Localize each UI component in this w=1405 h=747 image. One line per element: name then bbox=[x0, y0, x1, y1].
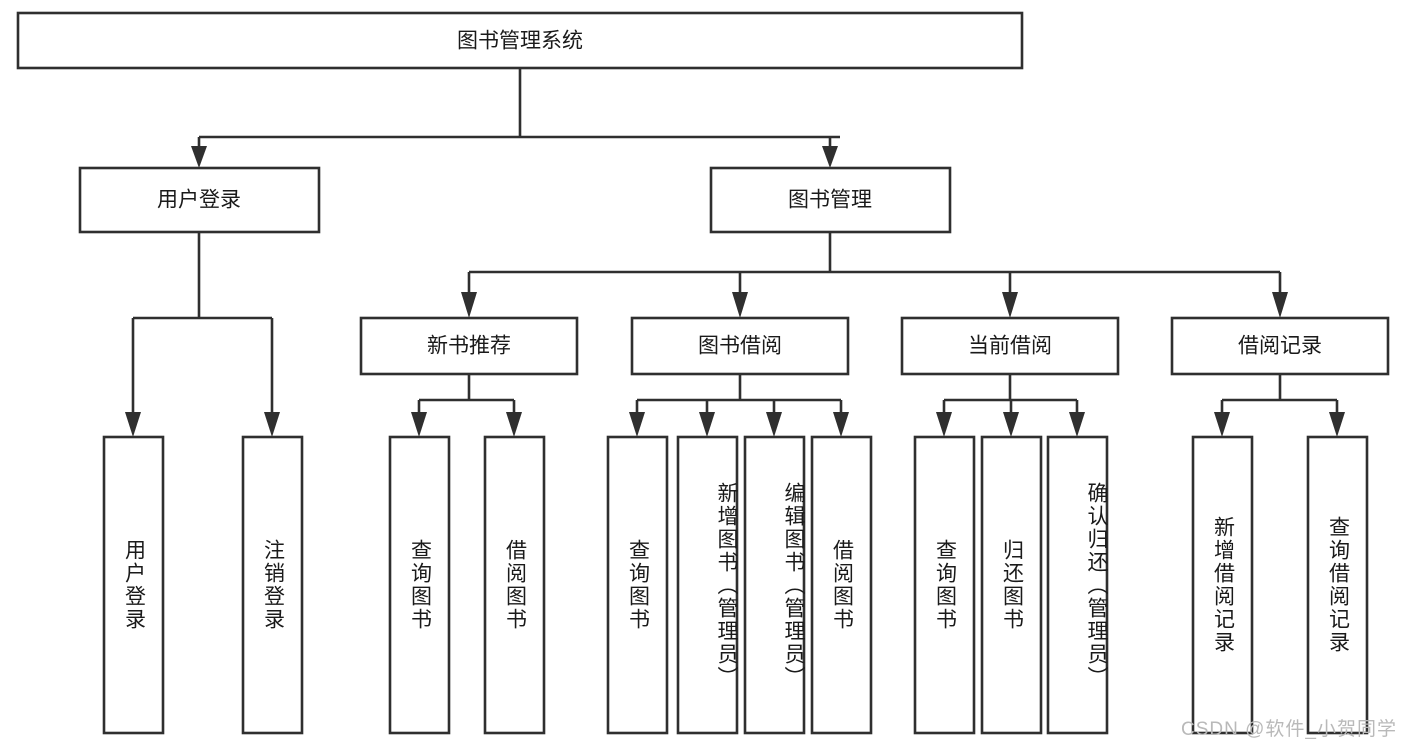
arrowhead-nbr-leaf-1 bbox=[411, 412, 427, 437]
arrowhead-nbr-leaf-2 bbox=[506, 412, 522, 437]
node-book-borrow[interactable]: 图书借阅 bbox=[630, 316, 850, 376]
node-box-leaf-confirm-return-admin[interactable] bbox=[1046, 435, 1109, 735]
arrowhead-new-book-rec bbox=[461, 292, 477, 318]
arrowhead-br-leaf-1 bbox=[1214, 412, 1230, 437]
node-box-leaf-add-book-admin[interactable] bbox=[676, 435, 739, 735]
node-box-leaf-query-book-cb[interactable] bbox=[913, 435, 976, 735]
arrowhead-book-mgmt bbox=[822, 146, 838, 168]
arrowhead-leaf-user-login bbox=[125, 412, 141, 437]
node-box-borrow-record[interactable] bbox=[1170, 316, 1390, 376]
node-label-root: 图书管理系统 bbox=[457, 30, 583, 53]
node-label-borrow-record: 借阅记录 bbox=[1238, 335, 1322, 358]
node-borrow-record[interactable]: 借阅记录 bbox=[1170, 316, 1390, 376]
node-box-leaf-add-borrow-record[interactable] bbox=[1191, 435, 1254, 735]
arrowhead-bb-leaf-1 bbox=[629, 412, 645, 437]
node-label-book-management: 图书管理 bbox=[788, 189, 872, 212]
node-label-book-borrow: 图书借阅 bbox=[698, 335, 782, 358]
node-root-system[interactable]: 图书管理系统 bbox=[16, 11, 1024, 70]
arrowhead-cb-leaf-1 bbox=[936, 412, 952, 437]
node-box-user-login[interactable] bbox=[78, 166, 321, 234]
arrowhead-bb-leaf-4 bbox=[833, 412, 849, 437]
node-box-leaf-query-book-nbr[interactable] bbox=[388, 435, 451, 735]
node-box-leaf-borrow-book-bb[interactable] bbox=[810, 435, 873, 735]
arrowhead-leaf-logout bbox=[264, 412, 280, 437]
arrowhead-bb-leaf-3 bbox=[766, 412, 782, 437]
node-label-current-borrow: 当前借阅 bbox=[968, 335, 1052, 358]
connector-layer bbox=[125, 68, 1345, 437]
node-box-leaf-query-book-bb[interactable] bbox=[606, 435, 669, 735]
node-box-leaf-borrow-book-nbr[interactable] bbox=[483, 435, 546, 735]
node-new-book-recommend[interactable]: 新书推荐 bbox=[359, 316, 579, 376]
node-book-management[interactable]: 图书管理 bbox=[709, 166, 952, 234]
node-box-new-book-recommend[interactable] bbox=[359, 316, 579, 376]
node-box-current-borrow[interactable] bbox=[900, 316, 1120, 376]
arrowhead-br-leaf-2 bbox=[1329, 412, 1345, 437]
node-box-book-management[interactable] bbox=[709, 166, 952, 234]
node-label-user-login: 用户登录 bbox=[157, 189, 241, 212]
node-box-leaf-edit-book-admin[interactable] bbox=[743, 435, 806, 735]
node-label-new-book-recommend: 新书推荐 bbox=[427, 335, 511, 358]
node-box-leaf-logout[interactable] bbox=[241, 435, 304, 735]
node-box-leaf-return-book[interactable] bbox=[980, 435, 1043, 735]
node-user-login[interactable]: 用户登录 bbox=[78, 166, 321, 234]
arrowhead-user-login bbox=[191, 146, 207, 168]
node-box-root[interactable] bbox=[16, 11, 1024, 70]
arrowhead-cb-leaf-3 bbox=[1069, 412, 1085, 437]
arrowhead-cb-leaf-2 bbox=[1003, 412, 1019, 437]
arrowhead-book-borrow bbox=[732, 292, 748, 318]
node-box-leaf-query-borrow-record[interactable] bbox=[1306, 435, 1369, 735]
node-box-book-borrow[interactable] bbox=[630, 316, 850, 376]
arrowhead-borrow-record bbox=[1272, 292, 1288, 318]
arrowhead-bb-leaf-2 bbox=[699, 412, 715, 437]
watermark-text: CSDN @软件_小贺同学 bbox=[1181, 719, 1397, 740]
node-box-leaf-user-login[interactable] bbox=[102, 435, 165, 735]
node-current-borrow[interactable]: 当前借阅 bbox=[900, 316, 1120, 376]
arrowhead-current-borrow bbox=[1002, 292, 1018, 318]
